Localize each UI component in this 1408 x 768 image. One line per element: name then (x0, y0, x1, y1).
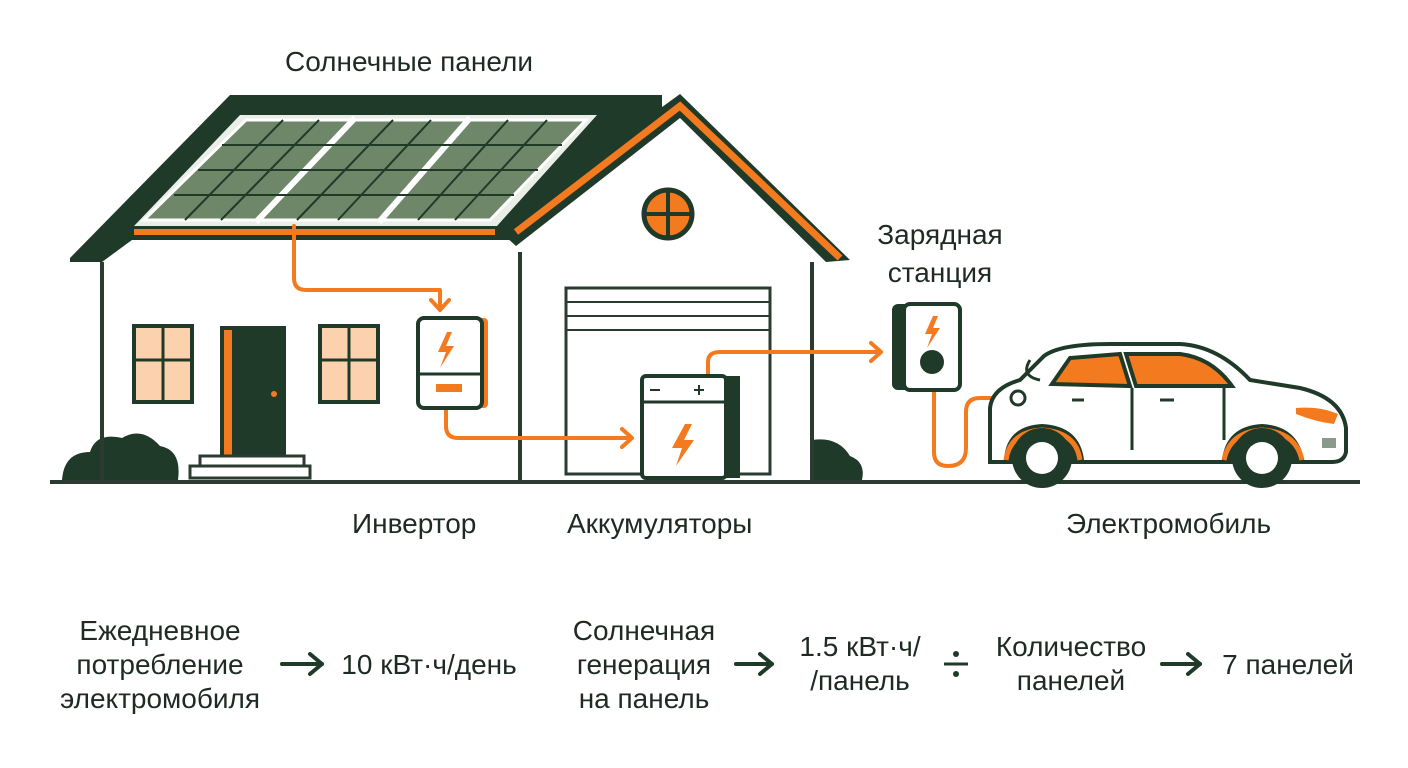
charging-station (892, 302, 962, 392)
window-left (132, 324, 194, 404)
electric-car (988, 342, 1348, 488)
attic-window (641, 187, 695, 241)
bush-right (812, 439, 863, 480)
arrow-right-icon (280, 652, 324, 676)
calc-generation-value: 1.5 кВт·ч/ /панель (799, 631, 921, 696)
calc-consumption: Ежедневное потребление электромобиля (59, 615, 261, 714)
label-solar-panels: Солнечные панели (285, 46, 533, 77)
battery-unit (640, 374, 740, 480)
calc-result: 7 панелей (1222, 649, 1354, 680)
solar-panels (134, 115, 597, 226)
charge-port (1009, 389, 1027, 407)
bush-left (62, 433, 179, 480)
calc-consumption-value: 10 кВт·ч/день (341, 649, 517, 680)
energy-flow-lines (292, 224, 1016, 468)
inverter-bolt-icon (438, 332, 454, 368)
divide-icon (944, 651, 968, 677)
battery-bolt-icon (672, 424, 694, 466)
charger-bolt-icon (925, 316, 940, 348)
arrow-right-icon (1160, 652, 1202, 676)
calc-arrows (280, 652, 1202, 676)
calc-generation: Солнечная генерация на панель (572, 615, 716, 714)
front-door (188, 326, 312, 480)
gable-roof (496, 94, 850, 262)
label-inverter: Инвертор (352, 508, 477, 539)
window-right (318, 324, 380, 404)
inverter-unit (416, 316, 488, 410)
calc-panel-count: Количество панелей (995, 631, 1147, 696)
label-ev: Электромобиль (1066, 508, 1272, 539)
arrow-right-icon (734, 652, 774, 676)
label-charging-station: Зарядная станция (877, 219, 1003, 288)
label-batteries: Аккумуляторы (567, 508, 753, 539)
